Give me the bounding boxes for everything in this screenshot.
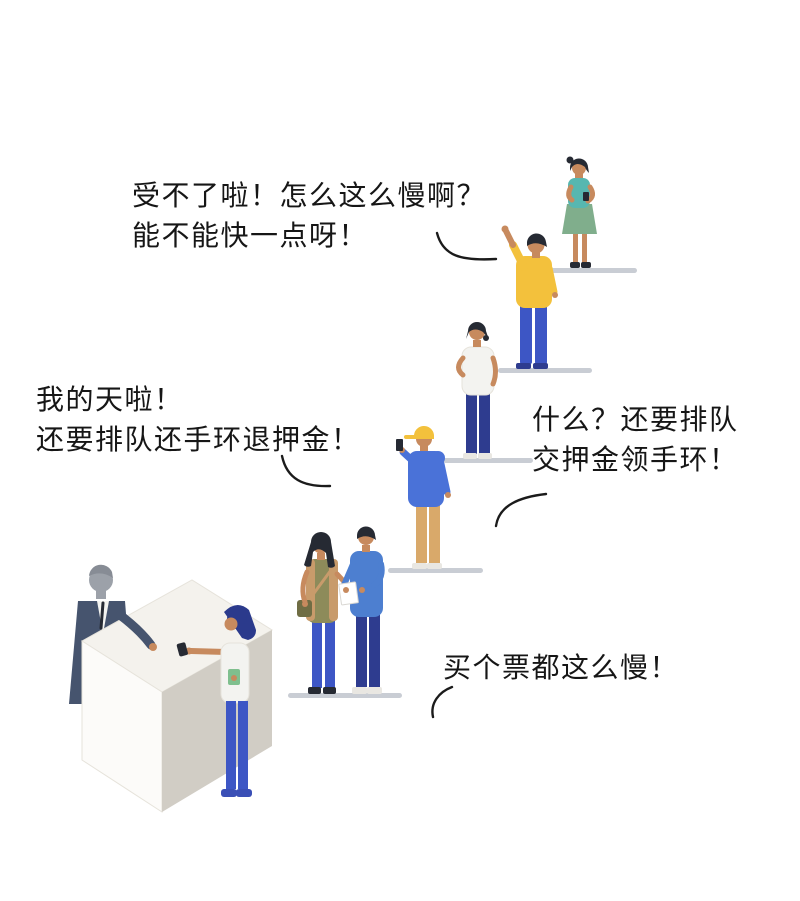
callout-curve: [494, 492, 548, 528]
speech-line: 什么？还要排队: [532, 404, 739, 435]
speech-line: 受不了啦！怎么这么慢啊？: [132, 180, 487, 211]
clerk-arm: [115, 610, 157, 651]
callout-curve: [431, 685, 454, 719]
callout-curves: [280, 231, 548, 719]
callout-curve: [280, 454, 332, 488]
crossbody-bag: [297, 600, 312, 617]
person-phone-woman: [562, 156, 597, 268]
platform-line: [443, 458, 533, 463]
ticket-paper: [338, 581, 359, 606]
speech-line: 我的天啦！: [36, 384, 184, 415]
person-hoodie-man: [396, 425, 451, 569]
platform-line: [288, 693, 402, 698]
ticket-counter: [81, 579, 273, 813]
customer-at-counter: [176, 604, 256, 797]
speech-deposit-refund: 我的天啦！ 还要排队还手环退押金！: [36, 380, 361, 460]
platform-line: [498, 368, 592, 373]
person-clipboard-man: [338, 526, 385, 694]
platform-line: [545, 268, 637, 273]
speech-deposit-wristband: 什么？还要排队 交押金领手环！: [532, 400, 739, 480]
callout-curve: [435, 231, 498, 261]
speech-line: 还要排队还手环退押金！: [36, 424, 361, 455]
phone-icon: [396, 439, 403, 451]
phone-icon: [176, 642, 188, 657]
phone-icon: [583, 192, 589, 201]
platform-line: [388, 568, 483, 573]
speech-slow-ticket: 买个票都这么慢！: [443, 648, 679, 688]
person-raised-arm-man: [501, 225, 558, 369]
speech-line: 能不能快一点呀！: [132, 220, 369, 251]
platform-lines: [288, 268, 637, 698]
speech-line: 买个票都这么慢！: [443, 652, 680, 683]
speech-impatient: 受不了啦！怎么这么慢啊？ 能不能快一点呀！: [132, 176, 486, 256]
person-white-tee-woman: [456, 322, 498, 459]
speech-line: 交押金领手环！: [532, 444, 739, 475]
person-queue-woman: [297, 532, 352, 694]
cap-icon: [413, 425, 434, 439]
